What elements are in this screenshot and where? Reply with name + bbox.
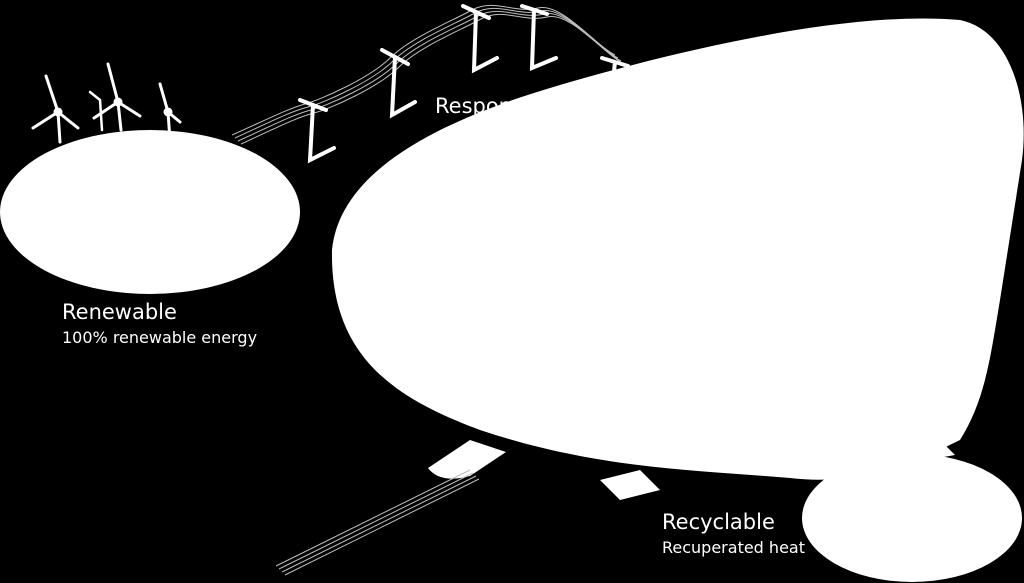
wind-turbine-icon <box>31 62 182 144</box>
main-blob-shape <box>331 18 1024 480</box>
responsible-title: Responsibl <box>435 94 548 118</box>
renewable-subtitle: 100% renewable energy <box>62 328 258 347</box>
lower-spur <box>600 470 660 500</box>
recyclable-subtitle: Recuperated heat <box>662 538 805 557</box>
connector-spur <box>428 440 506 479</box>
ground-cables <box>275 469 480 576</box>
responsible-subtitle: < 270 C <box>436 124 502 143</box>
renewable-oval <box>0 130 300 294</box>
recyclable-title: Recyclable <box>662 510 775 534</box>
recyclable-oval <box>802 454 1022 582</box>
renewable-title: Renewable <box>62 300 177 324</box>
